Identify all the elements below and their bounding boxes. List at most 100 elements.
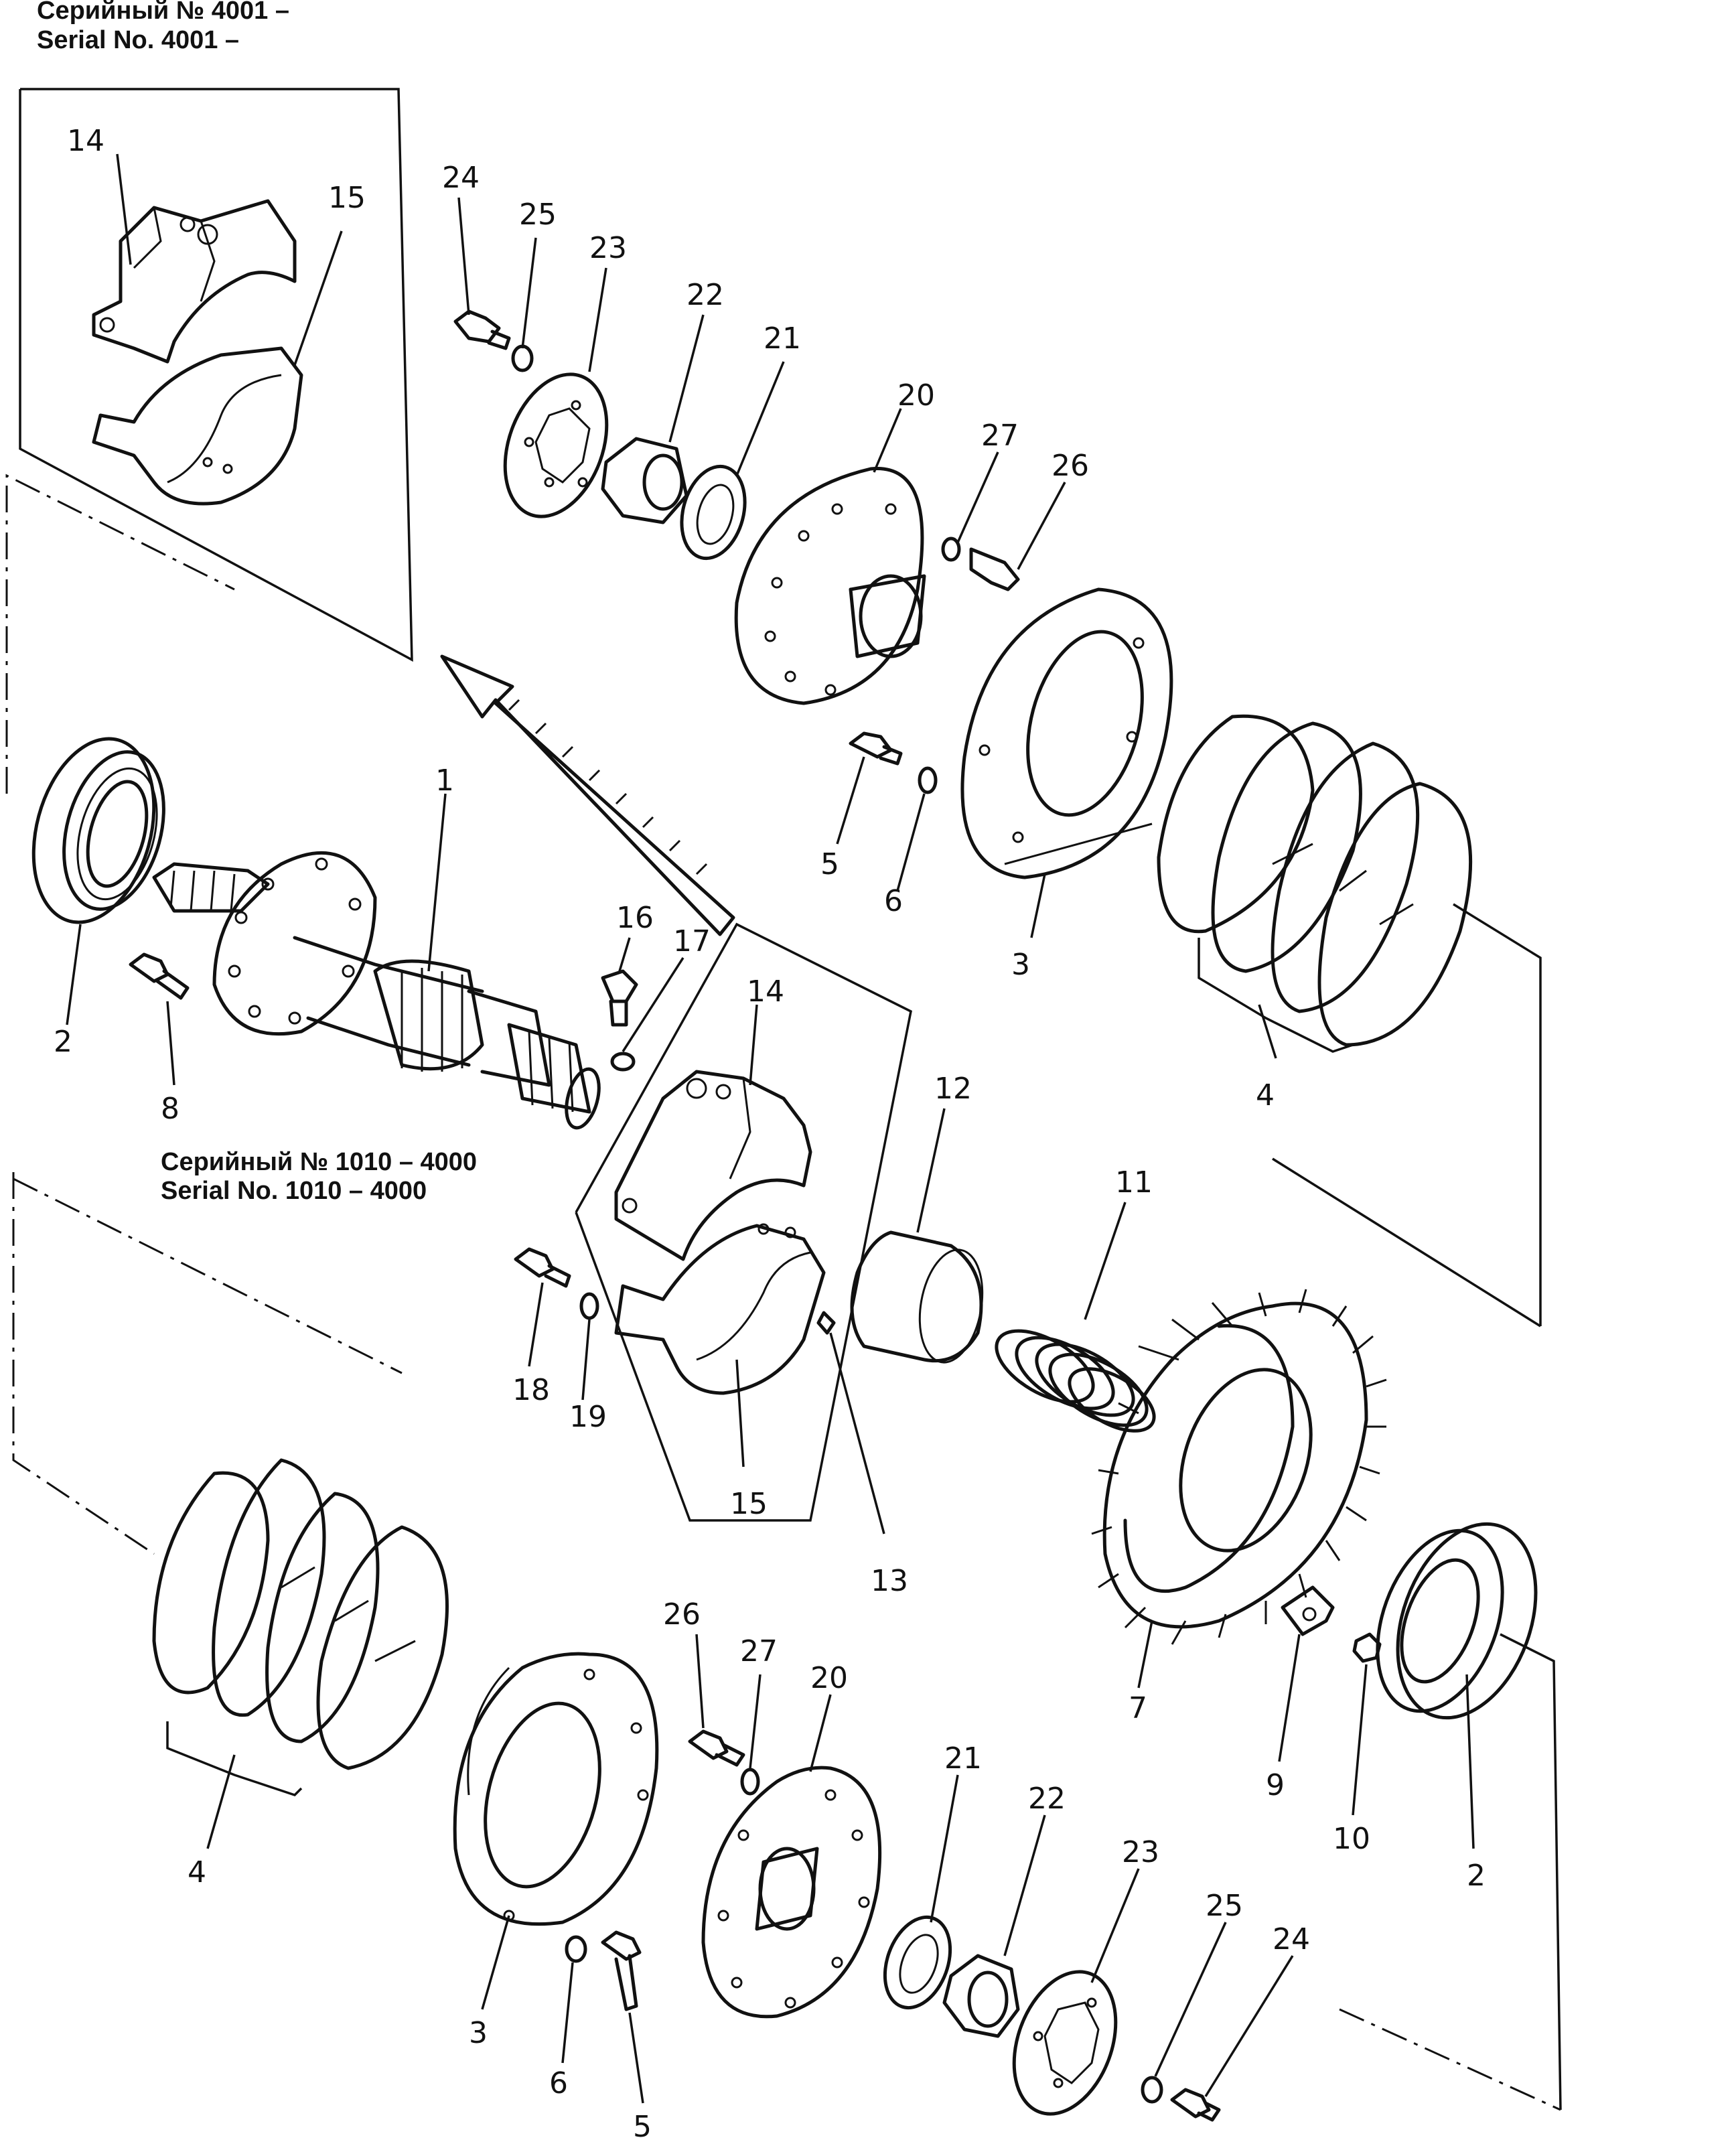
bracket-2-right [1465,1633,1562,2110]
leader-1 [427,793,447,972]
leader-6-lower [561,1962,574,2064]
label-23-lower: 23 [1122,1835,1159,1869]
label-8: 8 [161,1092,179,1126]
leader-8 [166,1001,175,1086]
leaders-lower-small [930,1774,1294,2097]
washer-25-upper [511,344,534,372]
label-26-upper: 26 [1052,449,1089,483]
bearing-2-left [31,737,165,924]
nut-22-lower [942,1954,1020,2038]
spring-11 [995,1329,1156,1433]
label-25-upper: 25 [519,198,557,232]
washer-21-lower [883,1915,952,2010]
label-4-upper: 4 [1256,1078,1275,1113]
bearing-cap-15-center [614,1223,826,1395]
hatched-arrow [440,654,735,936]
bolt-5-upper [849,731,903,766]
bolt-24-lower [1170,2088,1221,2122]
label-10: 10 [1333,1822,1370,1856]
bracket-4-lower [166,1721,303,1849]
washer-19 [579,1292,599,1320]
leader-27-upper [956,451,999,543]
label-3-lower: 3 [469,2016,488,2050]
label-27-upper: 27 [981,419,1019,453]
plate-23-upper [503,372,609,518]
washer-6-lower [565,1935,587,1963]
nut-22-upper [601,437,689,524]
label-9: 9 [1266,1768,1285,1802]
bolt-8 [129,952,190,1000]
bolt-5-lower [601,1930,642,2011]
plate-23-lower [1012,1970,1118,2116]
label-27-lower: 27 [740,1634,778,1668]
label-5-upper: 5 [820,847,839,881]
washer-17 [610,1052,636,1072]
label-19: 19 [569,1400,607,1434]
label-24-upper: 24 [442,161,480,195]
housing-3-upper [960,587,1173,879]
label-17: 17 [673,924,711,958]
label-22-upper: 22 [686,278,724,312]
label-15-inset: 15 [328,181,366,215]
bolt-26-lower [688,1729,745,1767]
leader-9 [1278,1634,1301,1762]
label-14-center: 14 [747,975,784,1009]
label-16: 16 [616,901,654,935]
leader-7 [1137,1620,1153,1689]
serial-top-ru: Серийный № 4001 – [37,0,289,25]
label-24-lower: 24 [1273,1922,1310,1956]
label-21-lower: 21 [944,1741,982,1776]
label-6-upper: 6 [884,884,903,918]
serial-top-en: Serial No. 4001 – [37,26,239,54]
label-6-lower: 6 [549,2066,568,2100]
leader-6-upper [896,793,926,891]
inset-bearing-cap-upper [92,199,297,364]
leader-5-lower [628,2012,644,2104]
washer-25-lower [1141,2076,1163,2104]
leader-20-lower [809,1694,832,1772]
hub-20-lower [701,1766,882,2019]
pin-13 [816,1311,836,1335]
bevel-gear-7 [1091,1289,1387,1645]
leader-20-upper [873,408,902,473]
leader-26-lower [695,1634,705,1729]
label-18: 18 [512,1373,550,1407]
housing-3-lower [453,1652,659,1926]
label-11: 11 [1115,1165,1153,1200]
label-7: 7 [1129,1691,1147,1725]
leader-27-lower [749,1674,762,1769]
guide-lines [5,474,1561,2111]
leader-5-upper [836,756,865,845]
label-21-upper: 21 [764,321,801,356]
bolt-26-upper [969,547,1020,591]
shims-4-lower [152,1458,449,1770]
label-26-lower: 26 [663,1597,701,1632]
leaders-center [528,937,885,1534]
shaft-1 [152,851,601,1130]
label-13: 13 [871,1564,908,1598]
bearing-cap-14-center [614,1070,812,1261]
nut-10 [1352,1632,1382,1663]
hub-20-upper [734,467,926,705]
leader-10 [1352,1664,1368,1816]
label-2-right: 2 [1467,1859,1486,1893]
label-20-lower: 20 [810,1661,848,1695]
serial-mid-en: Serial No. 1010 – 4000 [161,1177,427,1205]
leader-3-upper [1030,873,1046,938]
label-22-lower: 22 [1028,1782,1066,1816]
label-15-center: 15 [730,1487,768,1521]
bolt-24-upper [453,309,511,350]
label-1: 1 [435,764,454,798]
washer-27-lower [740,1768,760,1796]
inset-leaders [116,153,343,366]
leader-11 [1084,1202,1127,1320]
bracket-4-upper [1198,903,1542,1328]
label-14-inset: 14 [67,124,104,158]
leaders-upper-small [457,197,785,476]
label-12: 12 [934,1072,972,1106]
leader-2-left [66,924,82,1025]
label-4-lower: 4 [188,1855,206,1889]
sleeve-12 [850,1230,984,1364]
label-25-lower: 25 [1206,1889,1243,1923]
